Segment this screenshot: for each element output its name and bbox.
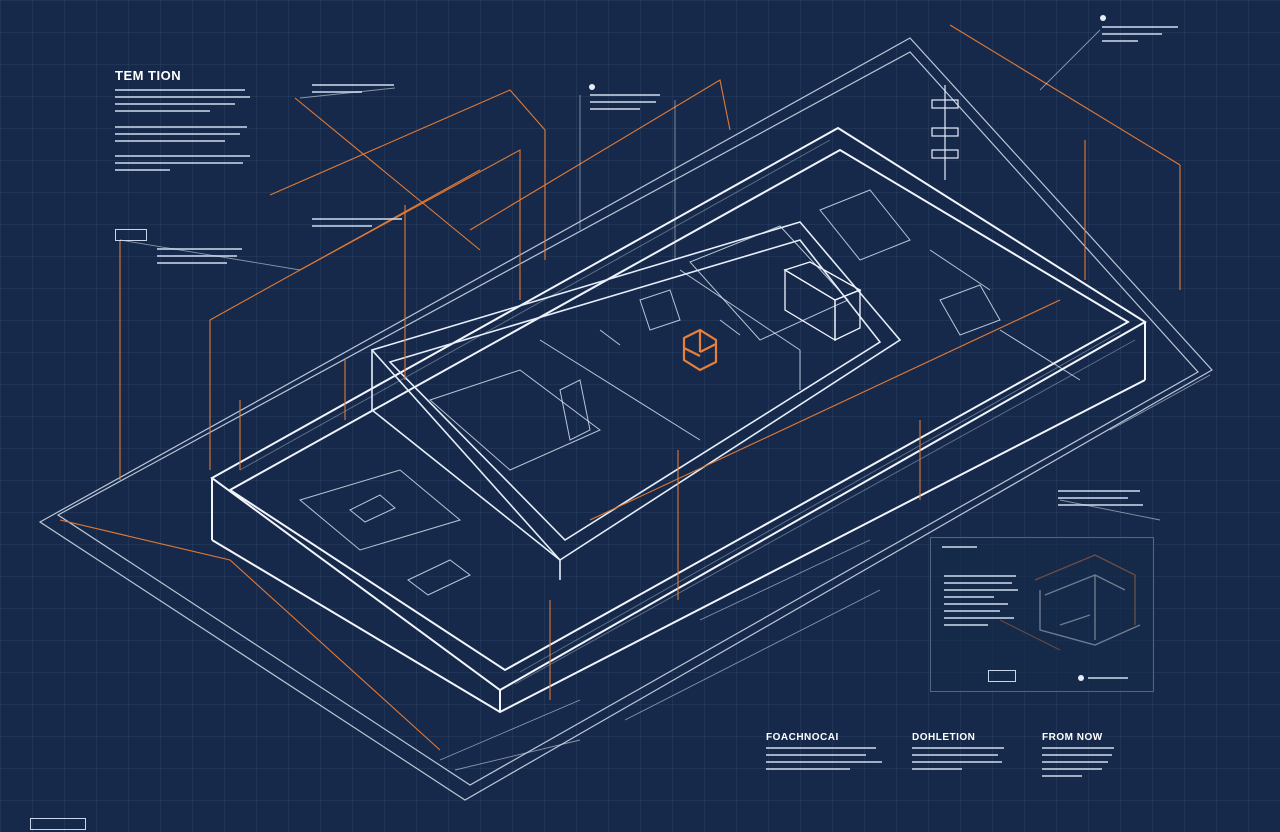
callout-pin-top-center	[589, 84, 595, 90]
inset-pin	[1078, 675, 1084, 681]
vent-stack	[931, 85, 959, 180]
callout-text-left-mid	[157, 248, 242, 269]
panel-left-title: TEM TION	[115, 68, 182, 83]
callout-text-right	[1058, 490, 1143, 511]
panel-left-text-block-1	[115, 89, 250, 117]
panel-left-text-block-3	[115, 155, 250, 176]
inset-tag-box	[988, 670, 1016, 682]
orange-leader-lines	[59, 24, 1181, 751]
left-tag-box	[115, 229, 147, 241]
panel-left-text-block-2	[115, 126, 250, 147]
bottom-left-tag-box	[30, 818, 86, 830]
ground-slab	[38, 37, 1213, 801]
section-1-title: FOACHNOCAI	[766, 732, 839, 743]
callout-pin-top-right	[1100, 15, 1106, 21]
outer-wall	[210, 126, 1147, 714]
inset-text	[944, 575, 1018, 631]
callout-text-top-2	[312, 218, 402, 232]
callout-text-top-right	[1102, 26, 1178, 47]
section-2-text	[912, 747, 1004, 775]
highlighted-component	[682, 328, 718, 372]
inner-wall	[370, 221, 902, 580]
detail-inset-panel	[930, 537, 1154, 692]
section-3-text	[1042, 747, 1114, 782]
inset-heading	[942, 546, 977, 553]
section-2-title: DOHLETION	[912, 732, 976, 743]
inset-caption	[1088, 677, 1128, 684]
interior-rooms	[298, 189, 1081, 596]
section-3-title: FROM NOW	[1042, 732, 1103, 743]
callout-text-top-center	[590, 94, 660, 115]
callout-text-top-1	[312, 84, 394, 98]
section-1-text	[766, 747, 882, 775]
equipment-block	[783, 261, 862, 342]
